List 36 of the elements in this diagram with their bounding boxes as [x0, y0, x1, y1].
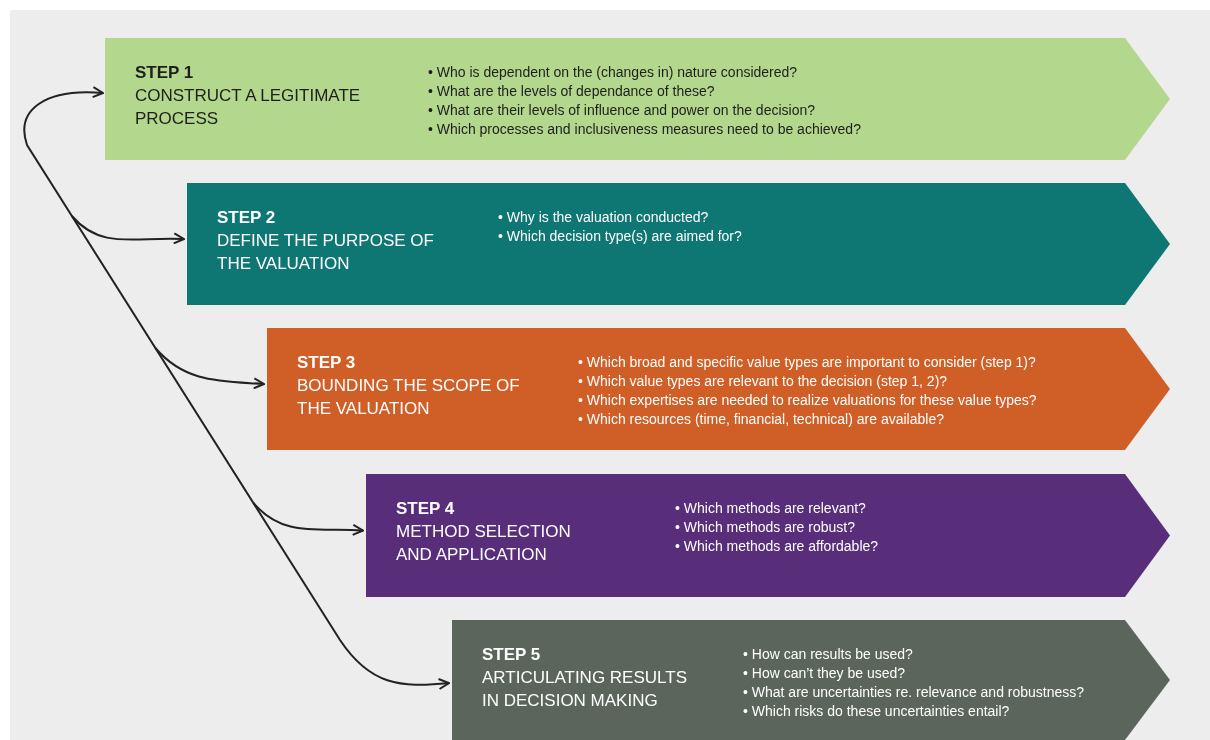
question-item: • What are uncertainties re. relevance and robustness? [743, 683, 1085, 702]
step-banner [452, 620, 1170, 740]
step-banner [366, 474, 1170, 597]
question-item: • Which decision type(s) are aimed for? [498, 227, 742, 246]
question-item: • How can’t they be used? [743, 664, 906, 683]
question-item: • Who is dependent on the (changes in) nature considered? [428, 63, 798, 82]
step-title: ARTICULATING RESULTS IN DECISION MAKING [482, 667, 688, 712]
step-banner [267, 328, 1170, 450]
question-item: • Which expertises are needed to realize valuations for these value types? [578, 391, 1037, 410]
question-item: • Which risks do these uncertainties entail? [743, 702, 1010, 721]
step-number: STEP 3 [297, 352, 357, 374]
arrow [23, 86, 450, 690]
arrow [252, 502, 364, 537]
question-item: • Which value types are relevant to the decision (step 1, 2)? [578, 372, 948, 391]
question-item: • What are their levels of influence and power on the decision? [428, 101, 816, 120]
arrow [154, 347, 265, 390]
question-item: • Which resources (time, financial, technical) are available? [578, 410, 944, 429]
question-item: • What are the levels of dependance of these? [428, 82, 715, 101]
question-item: • Which broad and specific value types are important to consider (step 1)? [578, 353, 1036, 372]
question-item: • Why is the valuation conducted? [498, 208, 709, 227]
step-title: DEFINE THE PURPOSE OF THE VALUATION [217, 230, 435, 275]
step-banner [187, 183, 1170, 305]
step-number: STEP 1 [135, 62, 195, 84]
question-item: • Which methods are relevant? [675, 499, 866, 518]
step-title: METHOD SELECTION AND APPLICATION [396, 521, 572, 566]
step-title: BOUNDING THE SCOPE OF THE VALUATION [297, 375, 521, 420]
step-number: STEP 4 [396, 498, 456, 520]
question-item: • Which methods are robust? [675, 518, 855, 537]
step-number: STEP 2 [217, 207, 277, 229]
step-banner [105, 38, 1170, 160]
question-item: • Which methods are affordable? [675, 537, 879, 556]
arrow [70, 215, 185, 245]
question-item: • Which processes and inclusiveness measures need to be achieved? [428, 120, 861, 139]
question-item: • How can results be used? [743, 645, 913, 664]
step-title: CONSTRUCT A LEGITIMATE PROCESS [135, 85, 362, 130]
step-number: STEP 5 [482, 644, 542, 666]
